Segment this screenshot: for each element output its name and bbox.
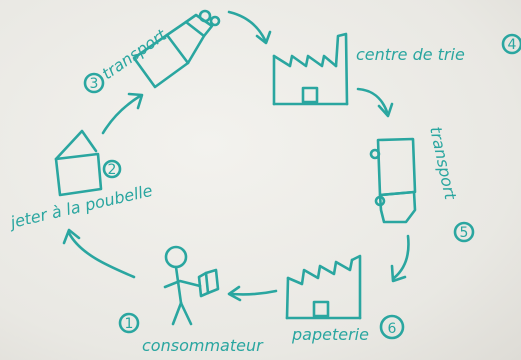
trash-bin-icon — [54, 129, 103, 197]
step-1-number: 1 — [118, 312, 140, 334]
arrow-sorting-center-to-truck — [356, 87, 394, 118]
step-4-label: centre de trie — [356, 45, 465, 64]
step-3-number: 3 — [83, 72, 105, 94]
step-3-label: transport — [98, 25, 170, 83]
consumer-figure — [163, 245, 220, 326]
step-6-number: 6 — [379, 314, 405, 340]
svg-text:3: 3 — [90, 76, 99, 92]
arrow-paper-mill-to-consumer — [227, 285, 278, 302]
step-2-number: 2 — [102, 159, 122, 179]
svg-text:2: 2 — [108, 162, 117, 178]
step-6-label: papeterie — [291, 325, 369, 344]
step-2-label: jeter à la poubelle — [7, 181, 155, 233]
step-5-number: 5 — [453, 221, 475, 243]
arrow-bin-to-truck — [101, 92, 144, 135]
svg-text:5: 5 — [460, 225, 469, 241]
arrow-consumer-to-bin — [62, 228, 136, 279]
arrow-truck-to-sorting-center — [227, 10, 272, 45]
truck-icon-step-5 — [369, 137, 417, 224]
step-4-number: 4 — [501, 33, 521, 55]
svg-text:4: 4 — [508, 37, 517, 53]
svg-text:6: 6 — [388, 321, 397, 337]
sorting-center-factory-icon — [272, 32, 349, 106]
svg-text:1: 1 — [125, 316, 134, 332]
step-5-label: transport — [426, 125, 460, 202]
truck-icon-step-3 — [132, 9, 221, 89]
arrow-truck-to-paper-mill — [390, 234, 410, 283]
paper-mill-factory-icon — [285, 254, 362, 320]
step-1-label: consommateur — [142, 336, 264, 355]
